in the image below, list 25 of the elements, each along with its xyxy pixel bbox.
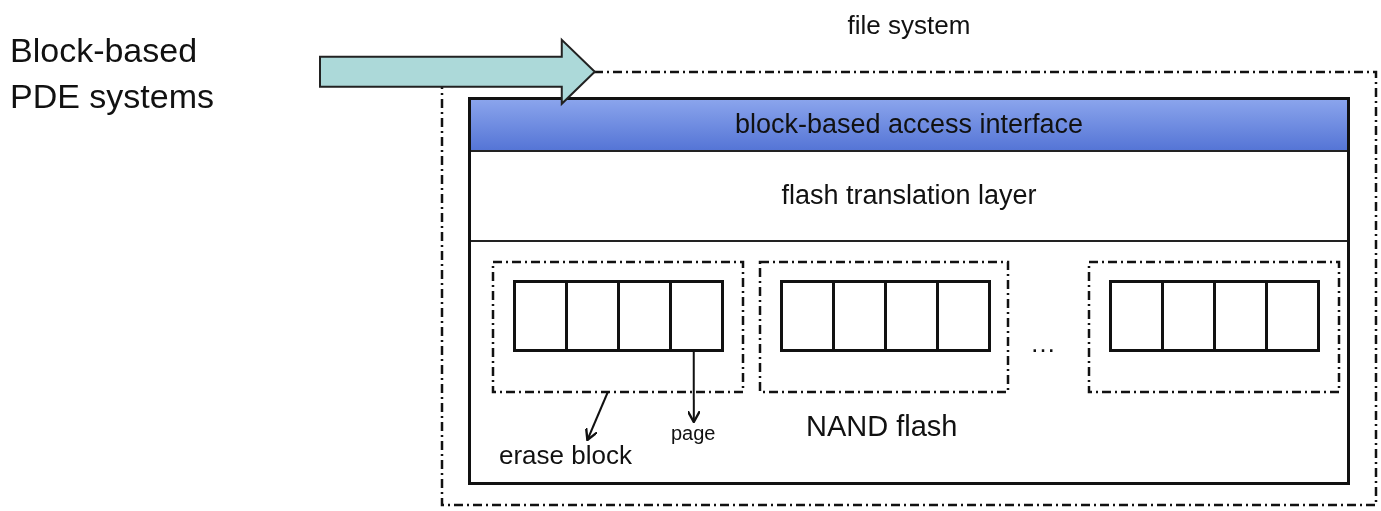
page-cell [936,280,991,352]
interface-band [471,100,1347,152]
block-arrow [319,37,597,107]
page-cell [669,280,724,352]
part-label: page [671,422,716,445]
system-label: Block-based PDE systems [10,30,216,117]
page-cell [617,280,672,352]
device-box [468,97,1350,485]
page-cell [1213,280,1268,352]
page-cell [565,280,620,352]
part-label: erase block [499,440,632,471]
leader-arrow [686,351,701,424]
page-cell [1109,280,1164,352]
ellipsis-mark: … [1030,328,1056,359]
layer-label: NAND flash [806,410,958,443]
page-cell [513,280,568,352]
layer-label: block-based access interface [733,109,1085,140]
page-cell [1161,280,1216,352]
page-cell [1265,280,1320,352]
page-cell [832,280,887,352]
frame-heading: file system [846,10,972,41]
page-cell [884,280,939,352]
leader-arrow [584,391,609,442]
page-cell [780,280,835,352]
layer-label: flash translation layer [780,180,1038,211]
